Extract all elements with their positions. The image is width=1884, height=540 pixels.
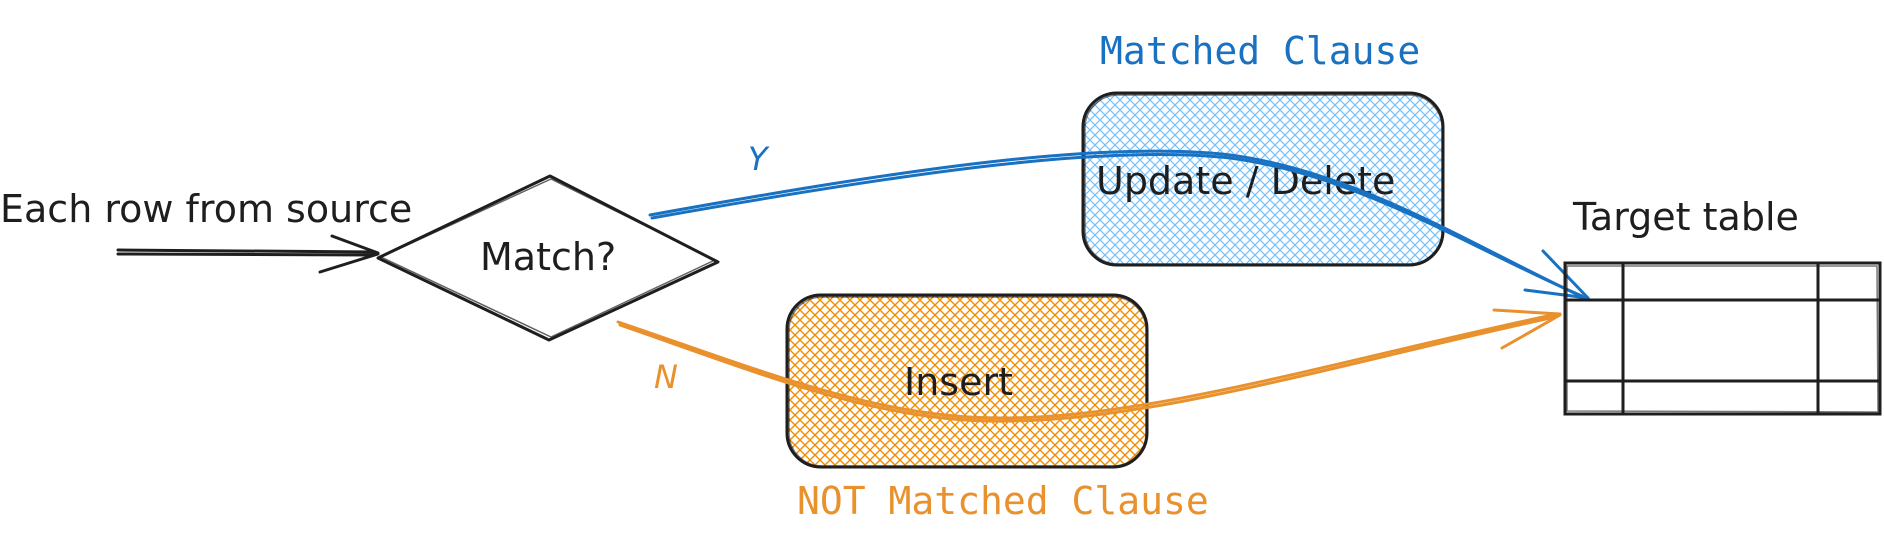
decision-label: Match?: [480, 235, 616, 279]
target-table-label: Target table: [1572, 195, 1799, 239]
not-matched-clause-box: Insert: [785, 293, 1149, 469]
yes-label: Y: [748, 140, 770, 178]
source-arrow: [116, 234, 380, 274]
not-matched-box-label: Insert: [904, 360, 1013, 404]
match-decision-diamond: Match?: [376, 174, 720, 342]
matched-clause-box: Update / Delete: [1081, 91, 1445, 267]
no-label: N: [654, 358, 678, 396]
no-branch-arrow: [616, 308, 1562, 423]
not-matched-clause-label: NOT Matched Clause: [797, 479, 1209, 523]
source-label: Each row from source: [0, 187, 412, 231]
matched-box-label: Update / Delete: [1096, 159, 1395, 203]
table-grid-icon: [1563, 261, 1882, 416]
matched-clause-label: Matched Clause: [1100, 29, 1420, 73]
